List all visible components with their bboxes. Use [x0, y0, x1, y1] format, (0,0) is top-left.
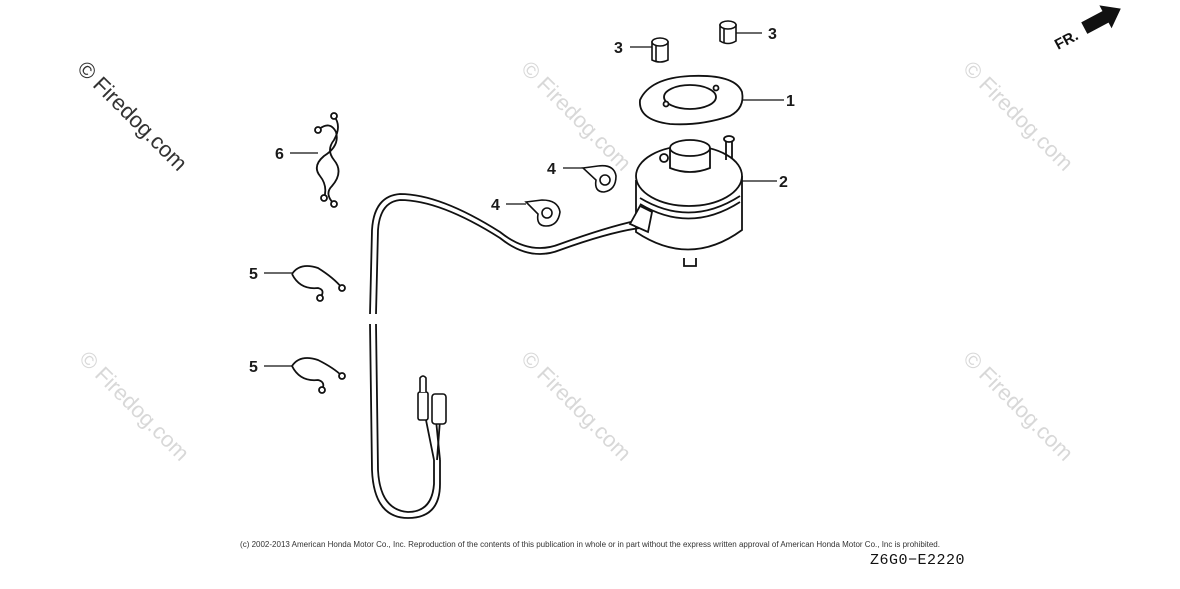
diagram-code: Z6G0−E2220 — [870, 552, 966, 569]
watermark-bottom-center: © Firedog.com — [516, 346, 636, 466]
callout-4-upper: 4 — [547, 161, 556, 178]
copyright-notice: (c) 2002-2013 American Honda Motor Co., … — [240, 540, 940, 549]
watermark-bottom-left: © Firedog.com — [74, 346, 194, 466]
callout-3-right: 3 — [768, 26, 777, 43]
leader-lines — [264, 32, 784, 367]
part-4-clamp-lower — [524, 199, 561, 227]
wire-harness — [369, 193, 654, 519]
callout-5-upper: 5 — [249, 266, 258, 283]
callout-5-lower: 5 — [249, 359, 258, 376]
watermark-top-center: © Firedog.com — [516, 56, 636, 176]
watermark-main: © Firedog.com — [72, 56, 192, 176]
part-3-nut-right — [719, 20, 737, 45]
front-arrow-icon — [1081, 5, 1121, 34]
part-2-motor-unit — [635, 135, 743, 267]
wire-terminals — [417, 375, 447, 425]
watermark-group: © Firedog.com © Firedog.com © Firedog.co… — [74, 56, 1078, 466]
front-direction-indicator: FR. — [1052, 5, 1121, 54]
front-label: FR. — [1052, 27, 1081, 53]
watermark-top-right: © Firedog.com — [958, 56, 1078, 176]
part-5-clip-upper — [291, 265, 346, 302]
callout-4-lower: 4 — [491, 197, 500, 214]
part-5-clip-lower — [291, 357, 346, 394]
part-3-nut-left — [651, 37, 669, 63]
watermark-bottom-right: © Firedog.com — [958, 346, 1078, 466]
callout-2: 2 — [779, 174, 788, 191]
callout-numbers: 1 2 3 3 4 4 5 5 6 — [249, 26, 795, 376]
callout-6: 6 — [275, 146, 284, 163]
part-1-ring-plate — [639, 74, 744, 126]
callout-1: 1 — [786, 93, 795, 110]
part-4-clamp-upper — [581, 164, 617, 193]
part-6-double-clip — [314, 112, 340, 208]
callout-3-left: 3 — [614, 40, 623, 57]
